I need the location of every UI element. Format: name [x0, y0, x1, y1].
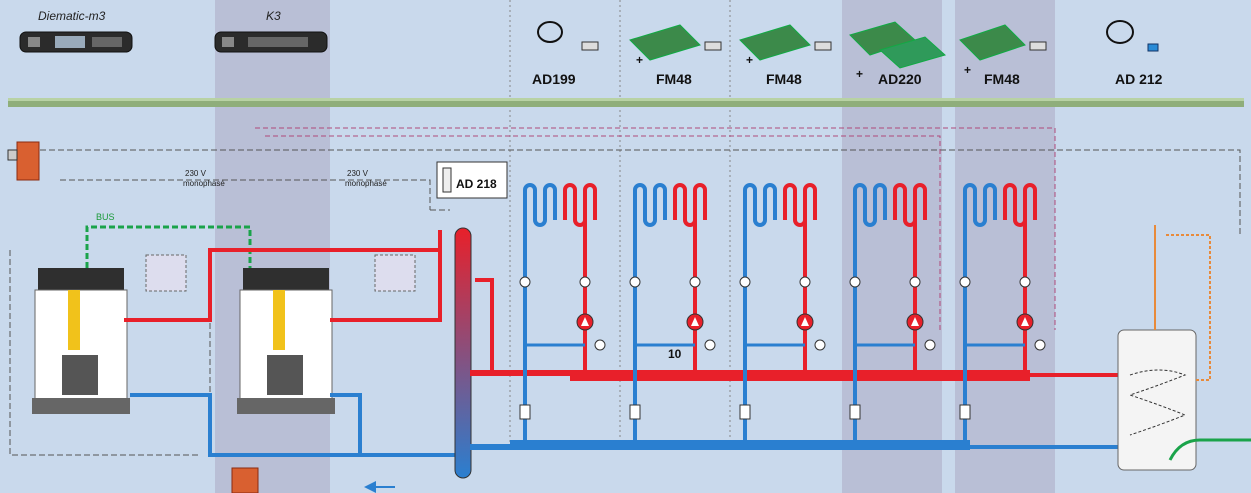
expansion-vessel [231, 467, 259, 493]
controller-k3: K3 [214, 9, 328, 53]
bus-label: BUS [96, 212, 115, 222]
accessory-fm48-3: + FM48 [959, 24, 1047, 87]
heating-circuit-2 [629, 183, 716, 440]
ad218-box: AD 218 [436, 161, 508, 199]
accessory-ad220: + AD220 [849, 21, 947, 87]
outdoor-sensor [7, 141, 40, 181]
controller-diematic: Diematic-m3 [19, 9, 133, 53]
safety-group-2 [374, 254, 416, 292]
highlight-column-k3 [215, 0, 330, 493]
dhw-tank [1117, 329, 1197, 471]
supply-sub-1: monophasé [183, 179, 225, 188]
controller-label-k3: K3 [266, 9, 281, 23]
accessory-plus-2: + [746, 53, 753, 67]
accessory-fm48-2: + FM48 [739, 24, 832, 87]
supply-label-2: 230 V [347, 169, 369, 178]
accessory-label-fm48-1: FM48 [656, 71, 692, 87]
accessory-ad212: AD 212 [1106, 20, 1163, 87]
pink-wiring [255, 127, 1056, 330]
accessory-row: AD199 + FM48 + FM48 + AD220 + FM48 [532, 20, 1163, 87]
accessory-plus-3: + [856, 67, 863, 81]
highlight-column-fm48 [955, 0, 1055, 493]
hydraulic-separator [454, 227, 472, 479]
heating-circuit-5 [959, 183, 1046, 440]
accessory-label-ad199: AD199 [532, 71, 576, 87]
heating-circuits [519, 183, 1046, 440]
safety-group-1 [145, 254, 187, 292]
bus-line [85, 225, 252, 268]
header-divider [8, 98, 1244, 107]
accessory-label-ad220: AD220 [878, 71, 922, 87]
accessory-plus-1: + [636, 53, 643, 67]
boiler-piping [124, 230, 460, 457]
ad218-label: AD 218 [456, 177, 497, 191]
heating-circuit-1 [519, 183, 606, 440]
heating-circuit-3 [739, 183, 826, 440]
controller-label-diematic: Diematic-m3 [38, 9, 106, 23]
boiler-2 [237, 268, 335, 414]
circuit-marker: 10 [668, 347, 682, 361]
accessory-plus-4: + [964, 63, 971, 77]
accessory-label-ad212: AD 212 [1115, 71, 1163, 87]
accessory-fm48-1: + FM48 [629, 24, 722, 87]
supply-label-1: 230 V [185, 169, 207, 178]
accessory-ad199: AD199 [532, 21, 599, 87]
supply-sub-2: monophasé [345, 179, 387, 188]
accessory-label-fm48-3: FM48 [984, 71, 1020, 87]
accessory-label-fm48-2: FM48 [766, 71, 802, 87]
boiler-1 [32, 268, 130, 414]
heating-circuit-4 [849, 183, 936, 440]
